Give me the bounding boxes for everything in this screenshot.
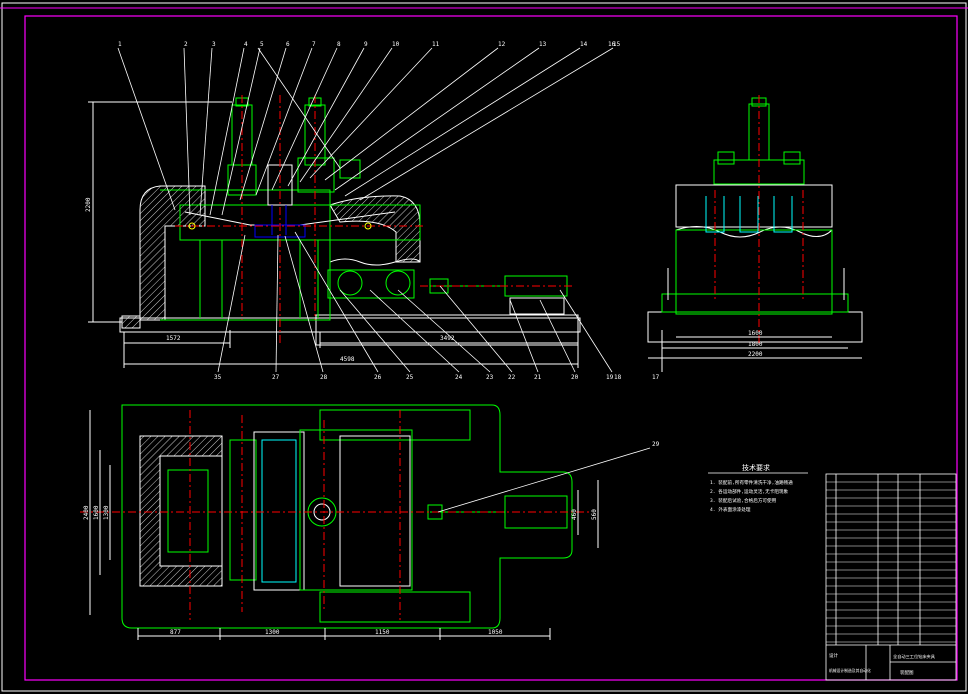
front-base <box>119 317 581 333</box>
dim-side-b: 1800 <box>748 341 763 348</box>
notes-title: 技术要求 <box>742 463 770 472</box>
dimension-labels: 2200 1572 3492 4598 1600 1800 2200 877 1… <box>83 197 763 636</box>
dim-plan-inner1: 1600 <box>93 505 100 520</box>
notes-line-4: 4. 外表面涂漆处理 <box>710 506 751 513</box>
balloon-27: 27 <box>272 374 280 381</box>
balloon-7: 7 <box>312 41 316 48</box>
balloon-15: 15 <box>613 41 621 48</box>
dim-front-mid: 3492 <box>440 335 455 342</box>
plan-view <box>80 404 651 640</box>
balloon-9: 9 <box>364 41 368 48</box>
balloon-18: 18 <box>614 374 622 381</box>
front-left-column <box>139 185 206 321</box>
dim-plan-small1: 460 <box>571 509 578 520</box>
balloon-20: 20 <box>571 374 579 381</box>
tb-drawing-title: 全自动三工位钻床夹具 <box>893 653 936 660</box>
title-block <box>825 473 957 681</box>
dim-plan-left: 877 <box>170 629 181 636</box>
dim-plan-mid1: 1300 <box>265 629 280 636</box>
balloon-12: 12 <box>498 41 506 48</box>
balloon-23: 23 <box>486 374 494 381</box>
balloon-25: 25 <box>406 374 414 381</box>
front-leaders <box>117 47 614 373</box>
balloon-10: 10 <box>392 41 400 48</box>
tb-school: 机械设计制造及其自动化 <box>829 668 871 673</box>
balloon-13: 13 <box>539 41 547 48</box>
balloon-24: 24 <box>455 374 463 381</box>
front-view <box>88 95 581 368</box>
balloon-5: 5 <box>260 41 264 48</box>
balloon-16: 16 <box>608 41 616 48</box>
dim-side-a: 1600 <box>748 330 763 337</box>
balloon-35: 35 <box>214 374 222 381</box>
notes-line-1: 1. 装配前,所有零件清洗干净,油路畅通 <box>710 479 793 486</box>
dim-plan-inner2: 1300 <box>103 505 110 520</box>
balloon-plan: 29 <box>652 441 660 448</box>
tb-designer-label: 设计 <box>829 652 838 659</box>
plan-outline <box>121 404 573 629</box>
balloon-19: 19 <box>606 374 614 381</box>
balloon-22: 22 <box>508 374 516 381</box>
dim-plan-height: 2400 <box>83 505 90 520</box>
notes-line-2: 2. 各运动部件,运动灵活,无卡阻现象 <box>710 488 789 495</box>
balloon-6: 6 <box>286 41 290 48</box>
dim-front-height: 2200 <box>85 197 92 212</box>
title-block-rows <box>826 481 956 643</box>
side-view <box>647 95 863 372</box>
balloon-2: 2 <box>184 41 188 48</box>
balloon-11: 11 <box>432 41 440 48</box>
balloon-side: 17 <box>652 374 660 381</box>
front-right-casting <box>329 195 421 263</box>
balloon-8: 8 <box>337 41 341 48</box>
tb-drawing-subtitle: 装配图 <box>900 669 914 676</box>
balloon-3: 3 <box>212 41 216 48</box>
dim-front-left: 1572 <box>166 335 181 342</box>
dim-side-c: 2200 <box>748 351 763 358</box>
dim-front-total: 4598 <box>340 356 355 363</box>
balloon-26: 26 <box>374 374 382 381</box>
balloon-4: 4 <box>244 41 248 48</box>
balloon-28: 28 <box>320 374 328 381</box>
notes-line-3: 3. 装配后试验,合格后方可使用 <box>710 497 777 504</box>
title-block-text: 设计 机械设计制造及其自动化 全自动三工位钻床夹具 装配图 <box>829 652 936 676</box>
dim-plan-right: 1050 <box>488 629 503 636</box>
technical-notes: 技术要求 1. 装配前,所有零件清洗干净,油路畅通 2. 各运动部件,运动灵活,… <box>710 463 793 513</box>
balloon-14: 14 <box>580 41 588 48</box>
dim-plan-mid2: 1150 <box>375 629 390 636</box>
balloon-1: 1 <box>118 41 122 48</box>
dim-plan-small2: 560 <box>591 509 598 520</box>
balloon-21: 21 <box>534 374 542 381</box>
